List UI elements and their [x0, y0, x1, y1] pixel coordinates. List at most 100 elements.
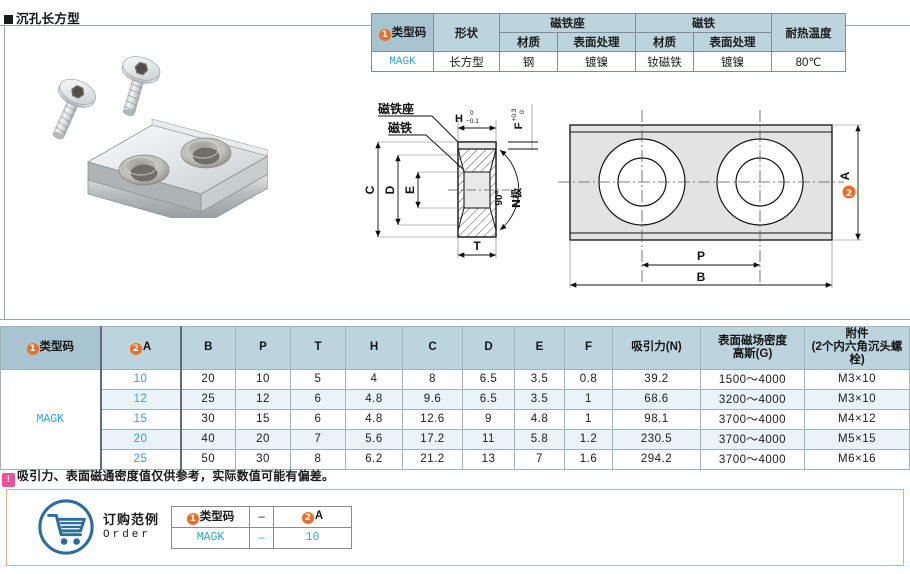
cell-f: 1 [564, 408, 613, 430]
cell-force: 230.5 [612, 428, 701, 450]
cell-t: 8 [290, 448, 346, 470]
cell-accessory: M3×10 [804, 368, 910, 390]
cell-f: 0.8 [564, 368, 613, 390]
table-row: 15 30 15 6 4.8 12.6 9 4.8 1 98.1 3700～40… [1, 408, 910, 430]
product-photo [52, 56, 268, 218]
left-vertical-divider [4, 26, 5, 319]
spec-value-base-surface: 镀镍 [557, 51, 636, 72]
col-header-c: C [402, 326, 463, 370]
cell-c: 8 [402, 368, 463, 390]
dim-h: H [455, 113, 463, 125]
cell-a: 10 [100, 368, 182, 390]
spec-header-row-2: 材质 表面处理 材质 表面处理 [372, 32, 846, 52]
cell-t: 6 [290, 408, 346, 430]
dim-t: T [473, 239, 481, 253]
cell-accessory: M6×16 [804, 448, 910, 470]
spec-header-heat-temp: 耐热温度 [771, 13, 846, 52]
table-row: 25 50 30 8 6.2 21.2 13 7 1.6 294.2 3700～… [1, 448, 910, 470]
col-header-d: D [462, 326, 515, 370]
cell-a: 20 [100, 428, 182, 450]
badge-2-icon-table: 2 [129, 342, 142, 355]
cell-c: 17.2 [402, 428, 463, 450]
cell-a: 25 [100, 448, 182, 470]
page-title-text: 沉孔长方型 [16, 12, 81, 26]
spec-header-magnet-material: 材质 [635, 32, 694, 52]
cell-f: 1.6 [564, 448, 613, 470]
spec-header-shape: 形状 [433, 13, 500, 52]
cell-b: 30 [180, 408, 236, 430]
cell-d: 6.5 [462, 388, 515, 410]
cell-d: 13 [462, 448, 515, 470]
spec-header-magnet-base: 磁铁座 [499, 13, 636, 33]
badge-1-icon: 1 [378, 29, 391, 41]
cell-accessory: M5×15 [804, 428, 910, 450]
order-label-cn: 订购范例 [103, 511, 160, 527]
dim-f-tol-upper: +0.3 [511, 108, 518, 121]
order-value-a: 10 [273, 526, 353, 549]
col-header-density: 表面磁场密度 高斯(G) [700, 326, 805, 370]
spec-header-magnet: 磁铁 [635, 13, 772, 33]
cell-a: 12 [100, 388, 182, 410]
cell-e: 7 [514, 448, 565, 470]
label-magnet: 磁铁 [387, 120, 412, 135]
col-header-p: P [235, 326, 291, 370]
cell-e: 3.5 [514, 368, 565, 390]
badge-1-icon-table: 1 [26, 342, 39, 355]
col-header-f: F [564, 326, 613, 370]
cell-h: 4 [345, 368, 403, 390]
col-header-h: H [345, 326, 403, 370]
cell-b: 25 [180, 388, 236, 410]
dim-h-tol-lower: −0.1 [466, 118, 479, 125]
col-header-accessory-line2: (2个内六角沉头螺栓) [811, 341, 903, 367]
cell-p: 10 [235, 368, 291, 390]
cell-e: 5.8 [514, 428, 565, 450]
cell-t: 5 [290, 368, 346, 390]
cell-h: 4.8 [345, 388, 403, 410]
spec-data-row: MAGK 长方型 钢 镀镍 钕磁铁 镀镍 80℃ [371, 51, 846, 72]
dim-e: E [403, 186, 417, 194]
col-header-t: T [290, 326, 346, 370]
label-90-degree: 90° [494, 190, 505, 205]
cell-force: 39.2 [612, 368, 701, 390]
cell-c: 21.2 [402, 448, 463, 470]
dim-c: C [363, 185, 377, 194]
cell-c: 12.6 [402, 408, 463, 430]
order-header-separator: – [249, 505, 275, 528]
footnote-text: 吸引力、表面磁通密度值仅供参考，实际数值可能有偏差。 [17, 469, 335, 483]
spec-value-base-material: 钢 [499, 51, 558, 72]
cell-f: 1.2 [564, 428, 613, 450]
dimensions-table-body: MAGK 10 20 10 5 4 8 6.5 3.5 0.8 39.2 150… [0, 368, 910, 470]
cell-density: 3700～4000 [700, 448, 805, 470]
cell-p: 12 [235, 388, 291, 410]
table-row: 20 40 20 7 5.6 17.2 11 5.8 1.2 230.5 370… [1, 428, 910, 450]
col-header-density-line2: 高斯(G) [732, 347, 773, 360]
dim-f: F [513, 122, 525, 129]
dim-p: P [697, 249, 705, 263]
cell-d: 6.5 [462, 368, 515, 390]
label-n-pole: N极 [509, 187, 523, 208]
cell-c: 9.6 [402, 388, 463, 410]
warning-icon: ! [2, 473, 15, 487]
order-value-separator: – [249, 526, 275, 549]
cell-p: 20 [235, 428, 291, 450]
cell-d: 11 [462, 428, 515, 450]
cell-force: 68.6 [612, 388, 701, 410]
cell-e: 3.5 [514, 388, 565, 410]
col-header-force: 吸引力(N) [612, 326, 701, 370]
col-header-density-line1: 表面磁场密度 [718, 334, 787, 347]
cell-p: 15 [235, 408, 291, 430]
cell-type-code: MAGK [0, 368, 102, 470]
badge-1-icon-order: 1 [186, 513, 199, 525]
cell-force: 294.2 [612, 448, 701, 470]
col-header-e: E [514, 326, 565, 370]
black-square-icon [4, 15, 13, 24]
badge-2-icon-order: 2 [301, 511, 314, 524]
